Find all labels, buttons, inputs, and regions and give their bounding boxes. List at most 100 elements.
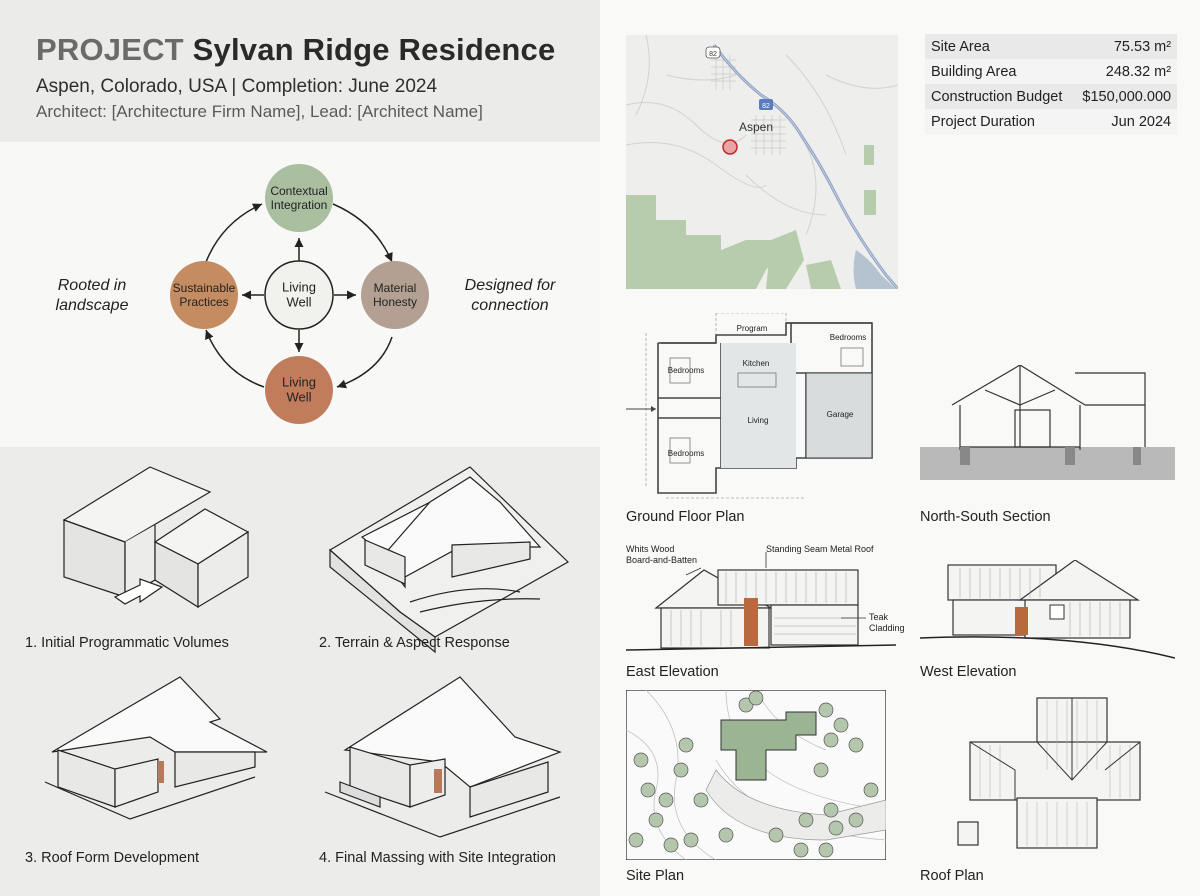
caption-east: East Elevation (626, 664, 719, 680)
tree-icon (673, 762, 689, 778)
massing-panel: 1. Initial Programmatic Volumes 2. Terra… (0, 447, 600, 896)
arc-arrow (336, 336, 393, 389)
title-name: Sylvan Ridge Residence (192, 32, 556, 67)
node-sustainable-practices (170, 261, 238, 329)
tree-icon (833, 717, 849, 733)
svg-text:Living: Living (748, 416, 769, 425)
stats-row: Construction Budget$150,000.000 (925, 84, 1178, 109)
stats-value: $150,000.000 (1068, 84, 1178, 109)
node-living-well-center (264, 260, 334, 330)
stats-value: 75.53 m² (1068, 34, 1178, 59)
caption-section: North-South Section (920, 509, 1051, 525)
site-marker-icon (722, 139, 738, 155)
caption-west: West Elevation (920, 664, 1017, 680)
tree-icon (748, 690, 764, 706)
tree-icon (633, 752, 649, 768)
svg-text:82: 82 (709, 51, 717, 58)
arc-arrow (205, 329, 265, 388)
node-living-well-bottom (265, 356, 333, 424)
tree-icon (678, 737, 694, 753)
stats-label: Site Area (925, 34, 1069, 59)
massing-caption-2: 2. Terrain & Aspect Response (319, 635, 510, 651)
project-header: PROJECT Sylvan Ridge Residence Aspen, Co… (0, 0, 600, 142)
tree-icon (828, 820, 844, 836)
massing-caption-1: 1. Initial Programmatic Volumes (25, 635, 229, 651)
title-keyword: PROJECT (36, 32, 184, 67)
tree-icon (683, 832, 699, 848)
tree-icon (813, 762, 829, 778)
arc-arrow (332, 203, 393, 263)
west-elevation (920, 560, 1175, 659)
caption-roof: Roof Plan (920, 868, 984, 884)
tree-icon (793, 842, 809, 858)
tree-icon (718, 827, 734, 843)
concept-diagram-panel: Rooted in landscape Designed for connect… (0, 142, 600, 447)
tree-icon (693, 792, 709, 808)
massing-caption-3: 3. Roof Form Development (25, 850, 200, 866)
massing-drawings (44, 466, 569, 838)
stats-label: Project Duration (925, 109, 1069, 134)
location-line: Aspen, Colorado, USA | Completion: June … (36, 76, 438, 97)
site-plan (626, 690, 886, 860)
tree-icon (848, 737, 864, 753)
stats-label: Building Area (925, 59, 1069, 84)
svg-text:Kitchen: Kitchen (743, 359, 770, 368)
tree-icon (648, 812, 664, 828)
location-map: 82 82 Aspen (626, 35, 898, 289)
right-note: Designed for connection (464, 277, 556, 314)
caption-ground-floor: Ground Floor Plan (626, 509, 745, 525)
tree-icon (863, 782, 879, 798)
svg-text:Standing Seam Metal Roof: Standing Seam Metal Roof (766, 544, 874, 554)
svg-text:Bedrooms: Bedrooms (668, 449, 704, 458)
caption-site: Site Plan (626, 868, 685, 884)
svg-text:Program: Program (737, 324, 768, 333)
stats-value: Jun 2024 (1068, 109, 1178, 134)
project-title: PROJECT Sylvan Ridge Residence (36, 32, 564, 68)
massing-caption-4: 4. Final Massing with Site Integration (319, 850, 556, 866)
tree-icon (628, 832, 644, 848)
svg-text:Bedrooms: Bedrooms (668, 366, 704, 375)
roof-plan (957, 697, 1141, 849)
tree-icon (818, 702, 834, 718)
tree-icon (798, 812, 814, 828)
arc-arrow (205, 203, 263, 263)
tree-icon (663, 837, 679, 853)
tree-icon (768, 827, 784, 843)
credits-line: Architect: [Architecture Firm Name], Lea… (36, 102, 483, 121)
massing-step3-roof (44, 676, 268, 820)
left-note: Rooted in landscape (55, 277, 129, 314)
tree-icon (818, 842, 834, 858)
stats-value: 248.32 m² (1068, 59, 1178, 84)
node-material-honesty (361, 261, 429, 329)
tree-icon (823, 732, 839, 748)
massing-step1-volumes (62, 466, 250, 609)
left-column: PROJECT Sylvan Ridge Residence Aspen, Co… (0, 0, 600, 896)
svg-text:Garage: Garage (827, 410, 854, 419)
node-contextual-integration (265, 164, 333, 232)
ground-floor-plan: Program Bedrooms Bedrooms Kitchen Living… (626, 313, 873, 499)
stats-label: Construction Budget (925, 84, 1069, 109)
tree-icon (823, 802, 839, 818)
svg-text:Aspen: Aspen (739, 120, 773, 134)
tree-icon (658, 792, 674, 808)
svg-text:Bedrooms: Bedrooms (830, 333, 866, 342)
tree-icon (640, 782, 656, 798)
massing-step2-terrain (328, 466, 569, 654)
massing-step4-final (324, 676, 562, 838)
north-south-section (920, 365, 1175, 480)
tree-icon (738, 697, 754, 713)
